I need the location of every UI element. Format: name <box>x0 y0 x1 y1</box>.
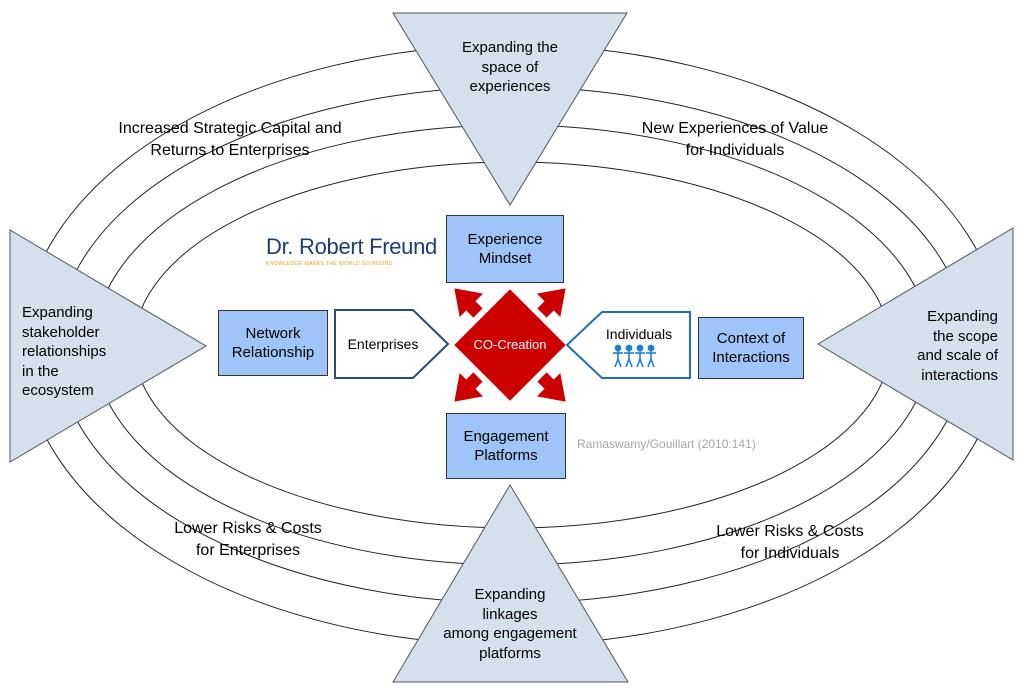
arrowhead-nw <box>454 288 484 318</box>
enterprises-label: Enterprises <box>348 336 419 352</box>
triangle-bottom <box>392 484 629 683</box>
people-icon <box>613 344 656 368</box>
person-icon <box>635 344 645 368</box>
ring-label-top-left: Increased Strategic Capital and Returns … <box>118 120 342 159</box>
arrowhead-se <box>536 372 566 402</box>
triangle-right <box>817 227 1014 461</box>
enterprises-arrow <box>334 309 450 379</box>
source-credit: Ramaswamy/Gouillart (2010:141) <box>577 437 756 451</box>
ring-label-bottom-left: Lower Risks & Costs for Enterprises <box>174 520 322 559</box>
co-creation-label: CO-Creation <box>474 337 547 352</box>
triangle-right-label: Expanding the scope and scale of interac… <box>917 308 998 384</box>
logo-name: Dr. Robert Freund <box>266 234 437 259</box>
person-icon <box>613 344 623 368</box>
triangle-left <box>9 229 207 463</box>
ring-label-bottom-right: Lower Risks & Costs for Individuals <box>716 523 864 562</box>
ring-label-top-right: New Experiences of Value for Individuals <box>641 120 829 159</box>
co-creation-diamond <box>454 289 566 401</box>
triangle-left-label: Expanding stakeholder relationships in t… <box>22 304 107 399</box>
robert-freund-logo: Dr. Robert Freund KNOWLEDGE MAKES THE WO… <box>266 234 437 267</box>
logo-tagline: KNOWLEDGE MAKES THE WORLD GO ROUND <box>266 261 393 267</box>
person-icon <box>624 344 634 368</box>
person-icon <box>646 344 656 368</box>
triangle-top-label: Expanding the space of experiences <box>462 39 558 95</box>
individuals-label: Individuals <box>606 326 672 342</box>
arrowhead-sw <box>454 372 484 402</box>
triangle-top <box>392 12 628 206</box>
triangle-bottom-label: Expanding linkages among engagement plat… <box>443 586 577 662</box>
arrowhead-ne <box>536 288 566 318</box>
